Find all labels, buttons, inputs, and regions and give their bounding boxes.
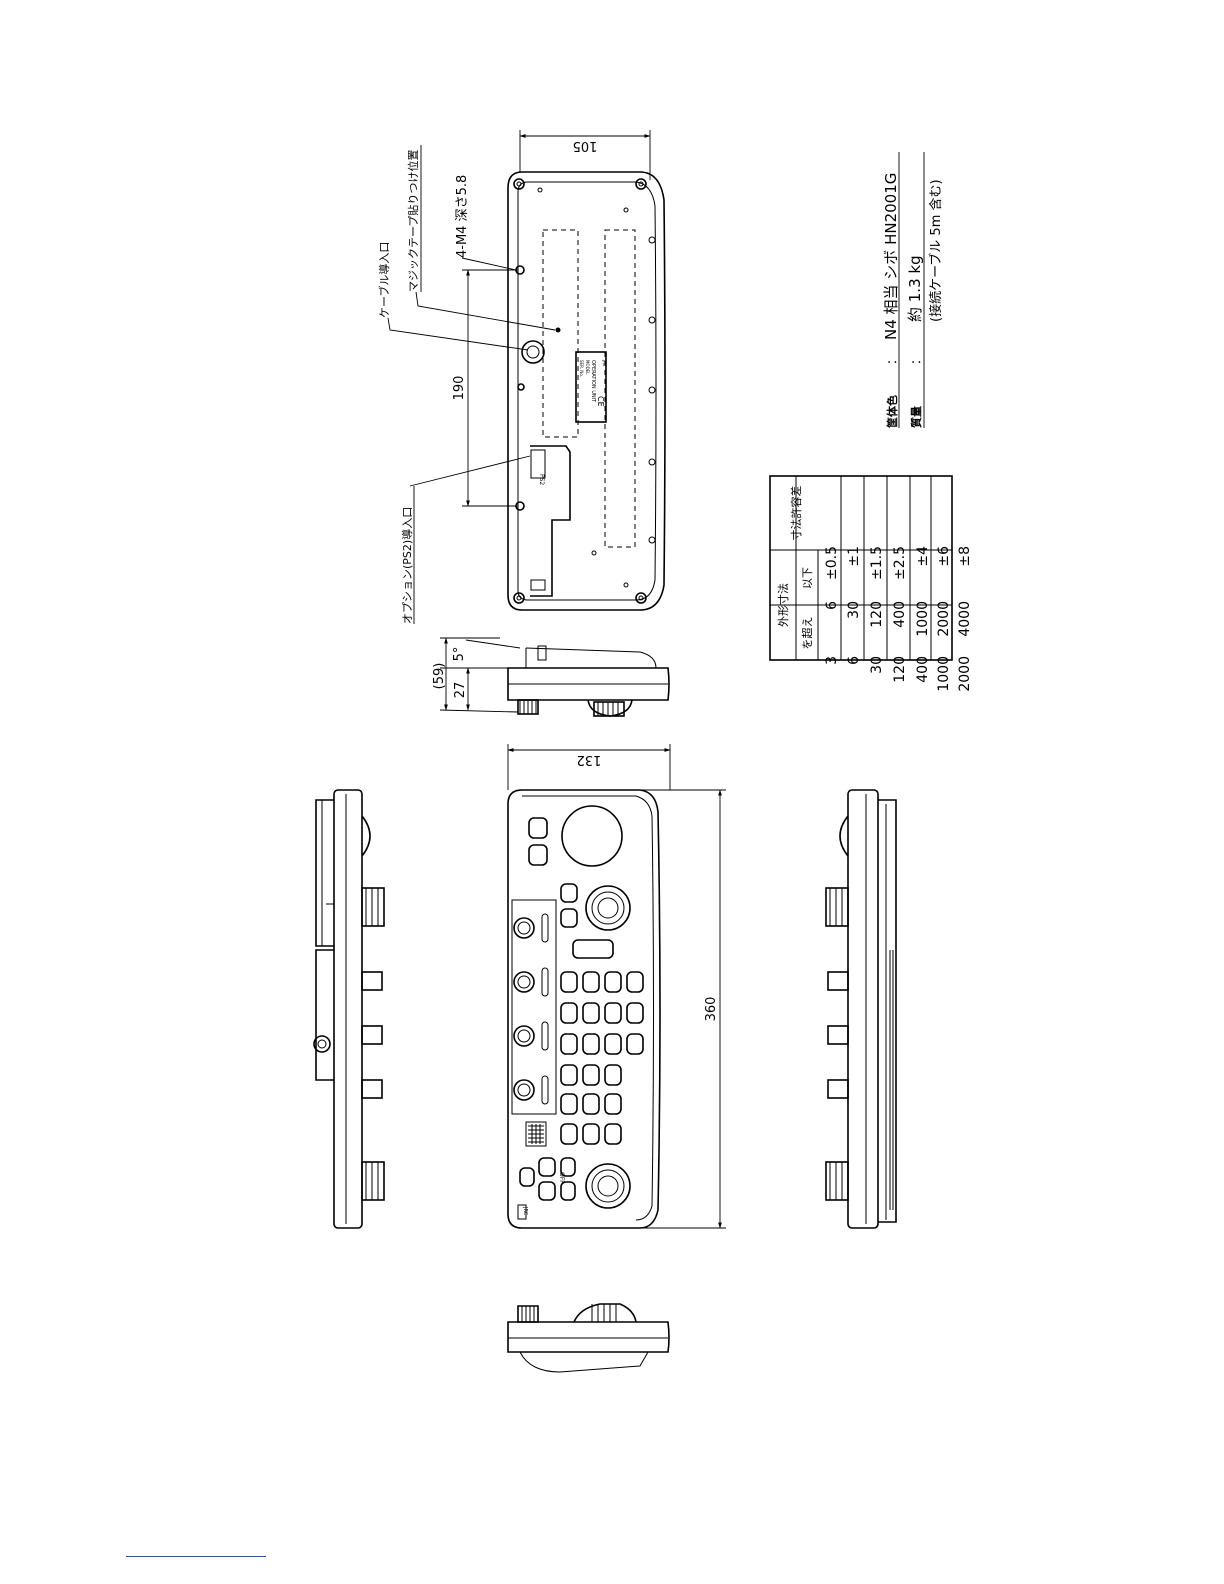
svg-text:MODEL: MODEL: [585, 360, 590, 375]
tol-row-5-under: 2000: [936, 601, 952, 637]
small-knobs: [514, 914, 548, 1104]
header-tolerance: 寸法許容差: [789, 486, 803, 541]
header-over: を超え: [800, 617, 814, 650]
bottom-view: PS2 OPERATION UNIT MODEL SER. No. CE JRC…: [377, 130, 665, 624]
button-top-1: [529, 818, 547, 838]
spec-mass-value: 約 1.3 kg: [906, 255, 924, 322]
screw-holes: [514, 179, 655, 603]
callout-screw-holes: 4-M4 深さ5.8: [455, 175, 470, 258]
tol-row-2-tolerance: ±1.5: [869, 546, 885, 580]
magic-tape-area-1: [543, 230, 578, 437]
spec-color-value: N4 相当 シボ HN2001G: [882, 173, 900, 340]
brand-label: JRC: [522, 1206, 528, 1216]
ps2-cover-plate: [530, 446, 570, 596]
tol-row-0-over: 3: [824, 656, 840, 665]
cable-entry-grommet: [522, 341, 544, 363]
tol-row-3-tolerance: ±2.5: [892, 546, 908, 580]
spec-notes: 筐体色 ： N4 相当 シボ HN2001G 質量 ： 約 1.3 kg (接続…: [882, 152, 944, 428]
dim-tilt-angle: 5°: [452, 647, 467, 662]
tol-row-6-tolerance: ±8: [957, 546, 973, 567]
svg-text:：: ：: [909, 353, 923, 365]
callout-magic-tape: マジックテープ貼りつけ位置: [406, 150, 420, 292]
tol-row-6-over: 2000: [957, 656, 973, 692]
off-label: OFF: [558, 1172, 565, 1184]
dim-thickness-body: 27: [453, 682, 468, 699]
front-view: OFF JRC 132 360: [508, 744, 726, 1228]
ps2-label: PS2: [538, 474, 545, 485]
footer-link-line[interactable]: [126, 1556, 266, 1557]
display-window: [573, 940, 613, 958]
tol-row-3-under: 400: [892, 601, 908, 628]
spec-mass-note: (接続ケーブル 5m 含む): [928, 179, 944, 322]
tol-row-4-tolerance: ±4: [915, 546, 931, 567]
end-view-bottom: [508, 1304, 669, 1372]
side-view-right: [826, 790, 896, 1228]
tol-row-5-over: 1000: [936, 656, 952, 692]
tol-row-6-under: 4000: [957, 601, 973, 637]
tol-row-4-over: 400: [915, 656, 931, 683]
dim-length-front: 360: [704, 997, 719, 1022]
tol-row-1-tolerance: ±1: [846, 546, 862, 567]
tol-row-0-tolerance: ±0.5: [824, 546, 840, 580]
spec-mass-label: 質量: [909, 406, 923, 428]
callout-cable-entry: ケーブル導入口: [377, 242, 391, 318]
magic-tape-area-2: [605, 230, 635, 547]
spec-color-label: 筐体色: [885, 395, 899, 428]
header-under: 以下: [801, 567, 814, 589]
side-view-left: [314, 790, 384, 1228]
svg-text:JRC: JRC: [602, 359, 607, 367]
rotary-knob-lower: [586, 1164, 630, 1208]
keypad: [561, 972, 643, 1144]
dim-width-bottom: 105: [573, 138, 598, 153]
tol-row-4-under: 1000: [915, 601, 931, 637]
end-view-top: (59) 27 5°: [432, 638, 669, 716]
tol-row-1-over: 6: [846, 656, 862, 665]
knob-side-1: [518, 700, 538, 714]
trackball: [562, 806, 622, 866]
dim-height-bottom: 190: [452, 376, 467, 401]
tol-row-3-over: 120: [892, 656, 908, 683]
tol-row-2-over: 30: [869, 656, 885, 674]
rotary-knob-upper: [586, 886, 630, 930]
svg-text:：: ：: [885, 353, 899, 365]
svg-text:SER. No.: SER. No.: [579, 360, 584, 377]
tolerance-table: 外形寸法 を超え 以下 寸法許容差 36±0.5630±130120±1.512…: [770, 476, 973, 692]
button-top-2: [529, 845, 547, 865]
tol-row-1-under: 30: [846, 601, 862, 619]
dim-thickness-total: (59): [432, 663, 447, 690]
knob-side-2: [588, 700, 632, 716]
tol-row-0-under: 6: [824, 601, 840, 610]
header-outer-dim: 外形寸法: [776, 583, 790, 627]
tol-row-5-tolerance: ±6: [936, 546, 952, 567]
svg-text:CE: CE: [596, 396, 605, 407]
dim-width-front: 132: [577, 752, 602, 767]
nameplate: OPERATION UNIT MODEL SER. No. CE JRC: [576, 352, 607, 422]
tol-row-2-under: 120: [869, 601, 885, 628]
callout-ps2-entry: オプション(PS2)導入口: [400, 507, 414, 624]
